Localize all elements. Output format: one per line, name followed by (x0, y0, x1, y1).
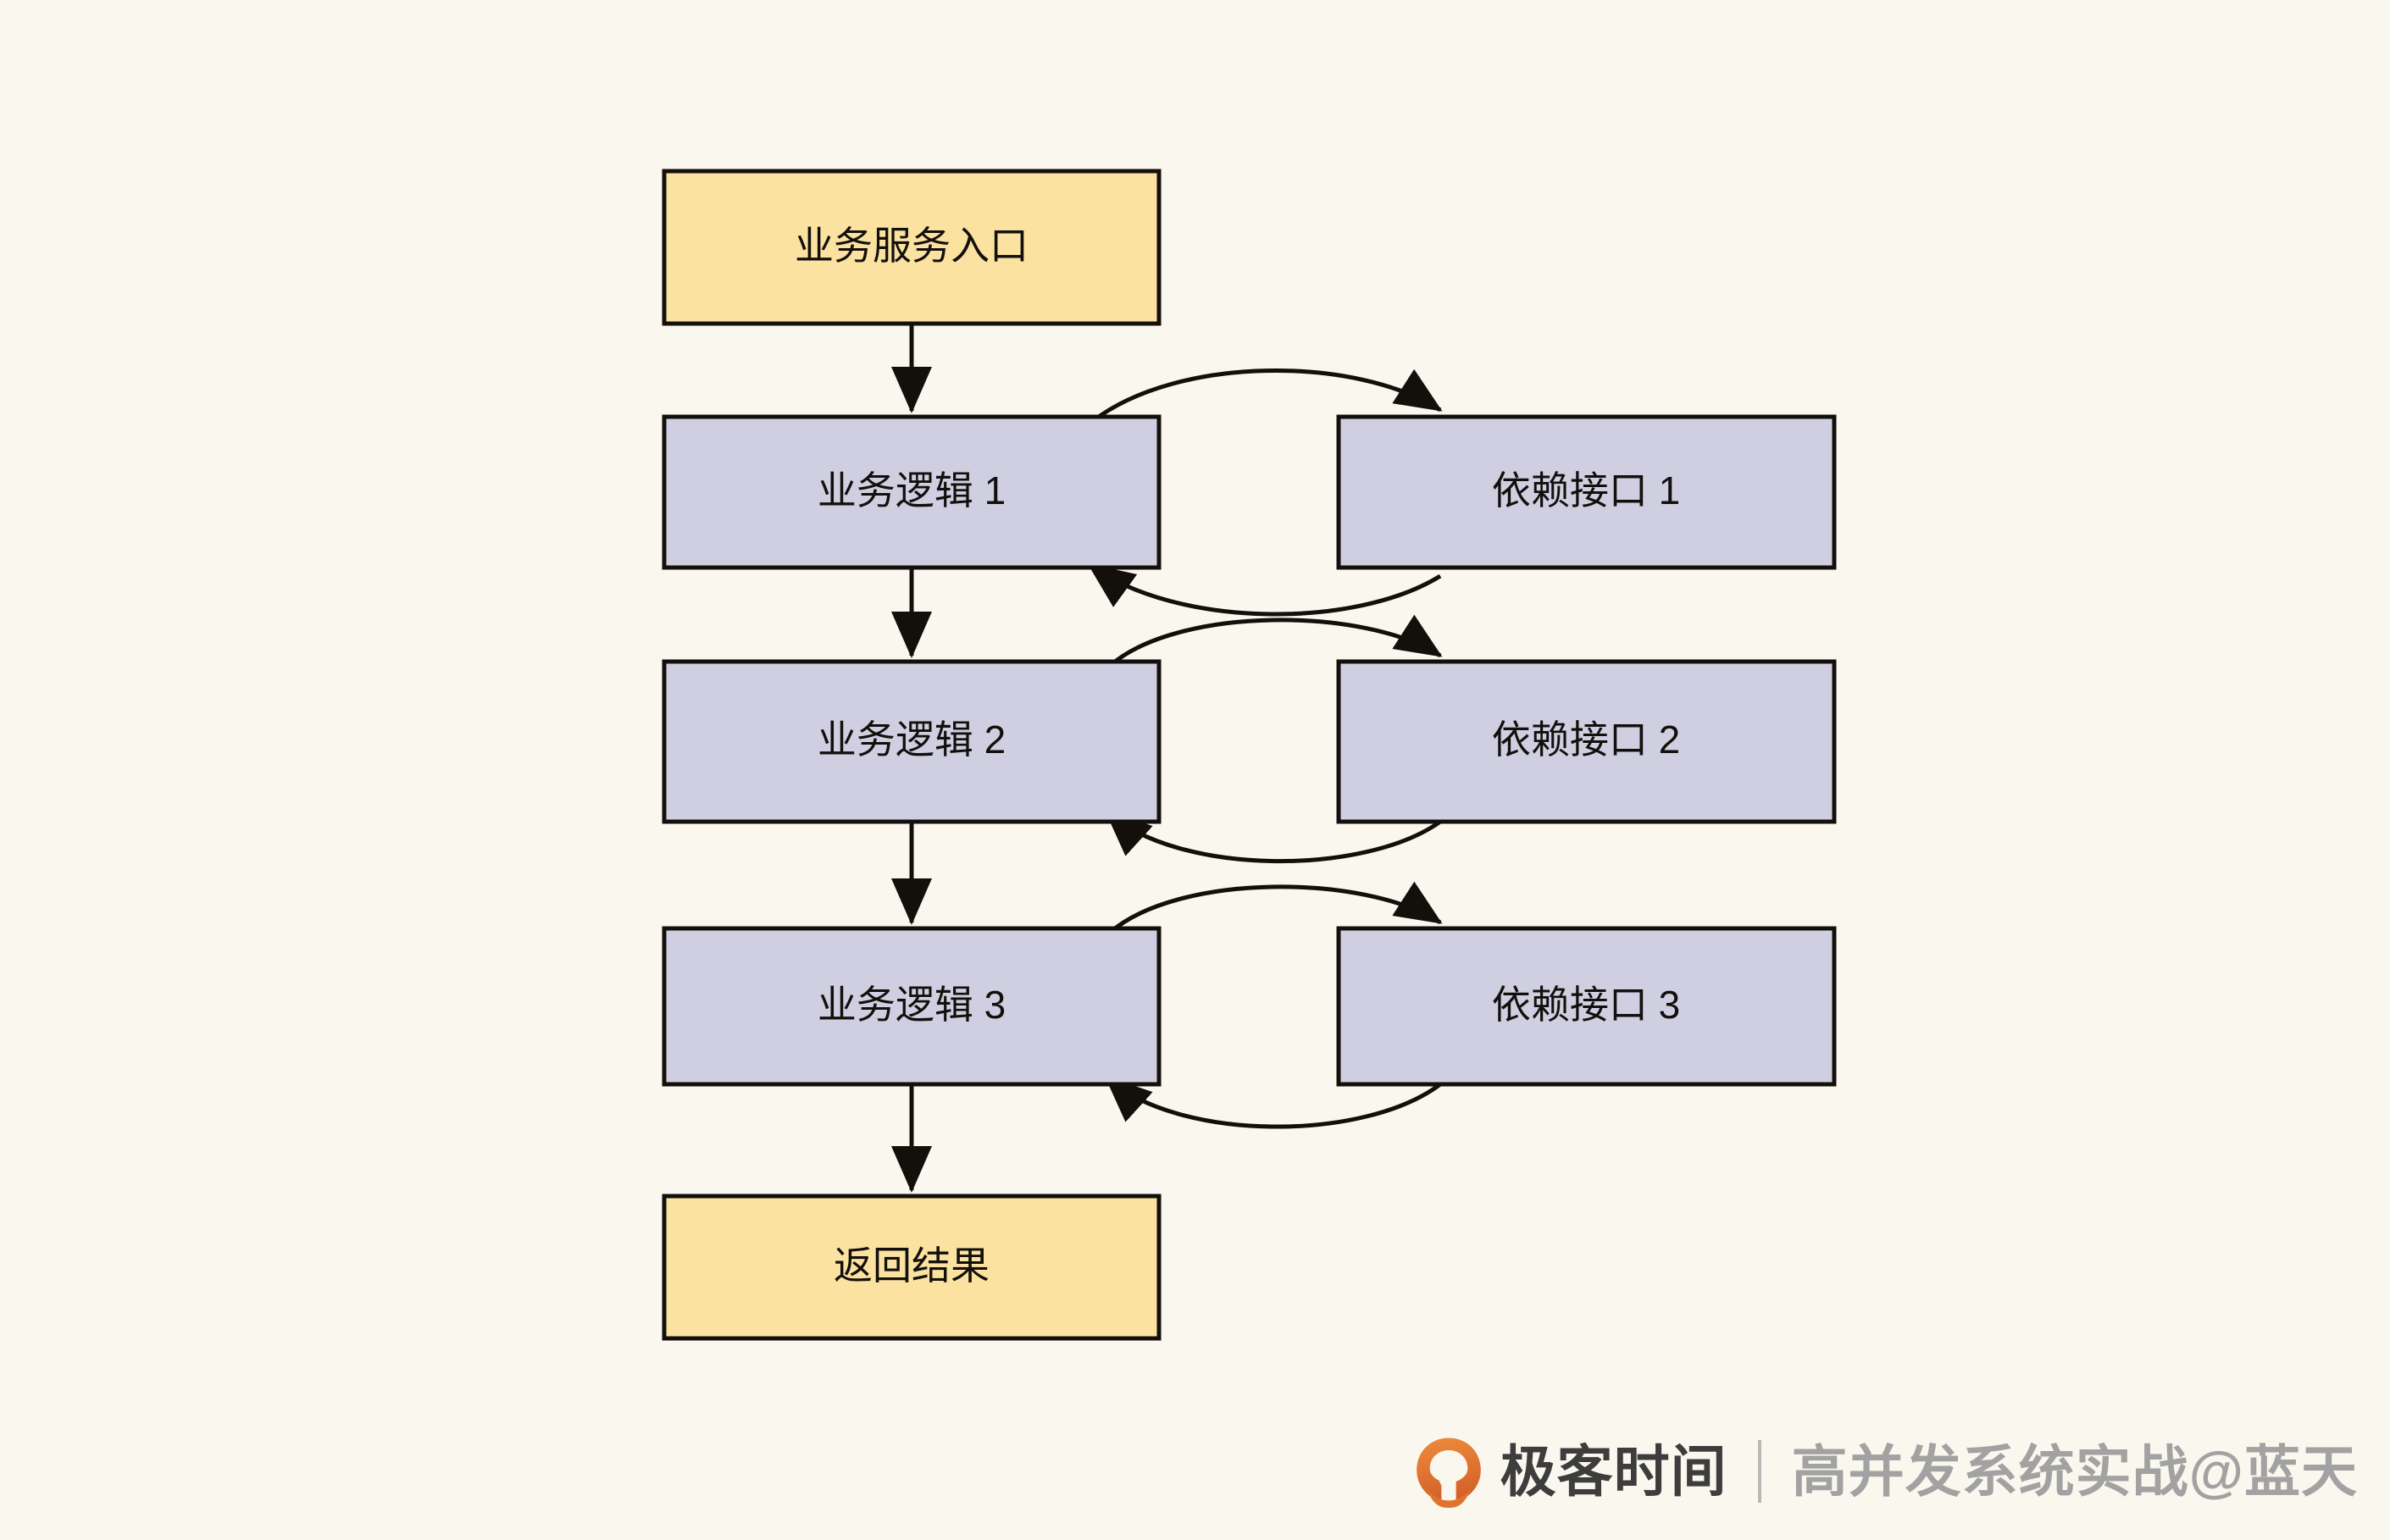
edge-logic2-to-dep2 (1108, 614, 1443, 668)
edge-dep2-to-logic2 (1104, 809, 1442, 863)
node-result-label: 返回结果 (834, 1244, 990, 1288)
node-logic1[interactable]: 业务逻辑 1 (662, 414, 1162, 570)
node-logic3-label: 业务逻辑 3 (818, 983, 1006, 1027)
node-logic1-box (662, 414, 1162, 570)
watermark-divider (1757, 1440, 1761, 1503)
node-entry-box (662, 169, 1162, 326)
edge-logic1-to-dep1 (1091, 368, 1443, 423)
node-logic3[interactable]: 业务逻辑 3 (662, 926, 1162, 1087)
watermark: 极客时间 高并发系统实战@蓝天 (1412, 1425, 2358, 1518)
node-result[interactable]: 返回结果 (662, 1194, 1162, 1341)
node-logic2-label: 业务逻辑 2 (818, 717, 1006, 762)
node-logic1-label: 业务逻辑 1 (818, 468, 1006, 512)
node-logic2-box (662, 659, 1162, 824)
edge-dep1-to-logic1 (1087, 562, 1442, 617)
node-dep2-label: 依赖接口 2 (1492, 717, 1680, 762)
node-entry-label: 业务服务入口 (795, 224, 1029, 268)
node-dep1-box (1336, 414, 1837, 570)
node-dep2-box (1336, 659, 1837, 824)
node-entry[interactable]: 业务服务入口 (662, 169, 1162, 326)
watermark-brand: 极客时间 (1500, 1440, 1727, 1503)
node-dep3[interactable]: 依赖接口 3 (1336, 926, 1837, 1087)
node-logic3-box (662, 926, 1162, 1087)
watermark-course: 高并发系统实战@蓝天 (1791, 1440, 2358, 1503)
node-logic2[interactable]: 业务逻辑 2 (662, 659, 1162, 824)
geekbang-logo-icon (1416, 1438, 1481, 1508)
edge-dep3-to-logic3 (1104, 1075, 1442, 1129)
node-dep2[interactable]: 依赖接口 2 (1336, 659, 1837, 824)
node-dep1[interactable]: 依赖接口 1 (1336, 414, 1837, 570)
node-dep3-box (1336, 926, 1837, 1087)
node-result-box (662, 1194, 1162, 1341)
edge-logic3-to-dep3 (1108, 881, 1443, 934)
node-dep3-label: 依赖接口 3 (1492, 983, 1680, 1027)
node-dep1-label: 依赖接口 1 (1492, 468, 1680, 512)
